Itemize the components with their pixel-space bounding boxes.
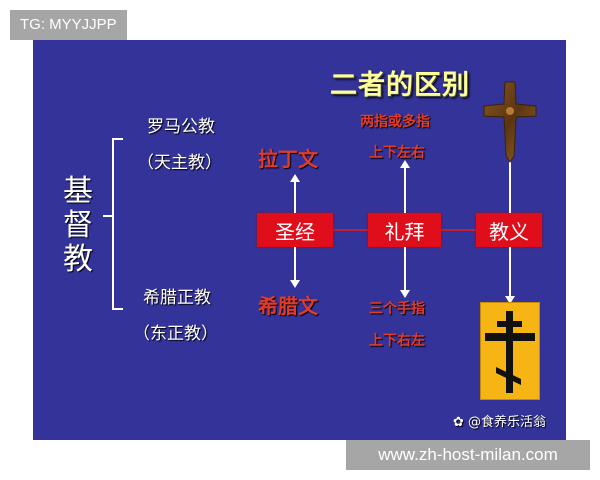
bracket: [112, 138, 123, 310]
arrow-down-icon: [505, 247, 515, 304]
link-line: [333, 229, 368, 231]
arrow-up-icon: [290, 174, 300, 213]
branch-orthodox-name: 希腊正教: [143, 288, 211, 308]
box-scripture: 圣经: [257, 213, 333, 247]
box-worship-label: 礼拜: [384, 219, 425, 244]
arrow-down-icon: [400, 247, 410, 298]
weibo-handle: @食养乐活翁: [468, 415, 547, 430]
worship-orthodox-fingers: 三个手指: [369, 301, 425, 317]
latin-cross-icon: [483, 81, 537, 163]
scripture-greek: 希腊文: [258, 294, 318, 318]
worship-catholic-order: 上下左右: [369, 145, 425, 161]
slide: 二者的区别 基督教 罗马公教 （天主教） 希腊正教 （东正教） 圣经 礼拜 教义…: [33, 40, 566, 440]
slide-title: 二者的区别: [330, 70, 470, 101]
branch-catholic-name: 罗马公教: [147, 117, 215, 137]
box-scripture-label: 圣经: [275, 219, 315, 244]
box-doctrine-label: 教义: [489, 219, 529, 244]
scripture-latin: 拉丁文: [258, 147, 318, 171]
branch-orthodox-alias: （东正教）: [133, 324, 218, 344]
branch-catholic-alias: （天主教）: [137, 153, 222, 173]
weibo-watermark: ✿ @食养乐活翁: [453, 411, 546, 430]
root-label-christianity: 基督教: [63, 174, 93, 277]
bottom-right-watermark-tag: www.zh-host-milan.com: [346, 440, 590, 470]
worship-catholic-fingers: 两指或多指: [360, 114, 430, 130]
bracket-tick: [103, 215, 113, 217]
weibo-paw-icon: ✿: [453, 415, 464, 430]
arrow-up-icon: [400, 160, 410, 213]
orthodox-cross-icon: [485, 311, 535, 393]
box-worship: 礼拜: [368, 213, 441, 247]
link-line: [441, 229, 476, 231]
top-left-watermark-tag: TG: MYYJJPP: [10, 10, 127, 40]
worship-orthodox-order: 上下右左: [369, 333, 425, 349]
box-doctrine: 教义: [476, 213, 542, 247]
arrow-down-icon: [290, 247, 300, 288]
orthodox-cross-panel: [480, 302, 540, 400]
